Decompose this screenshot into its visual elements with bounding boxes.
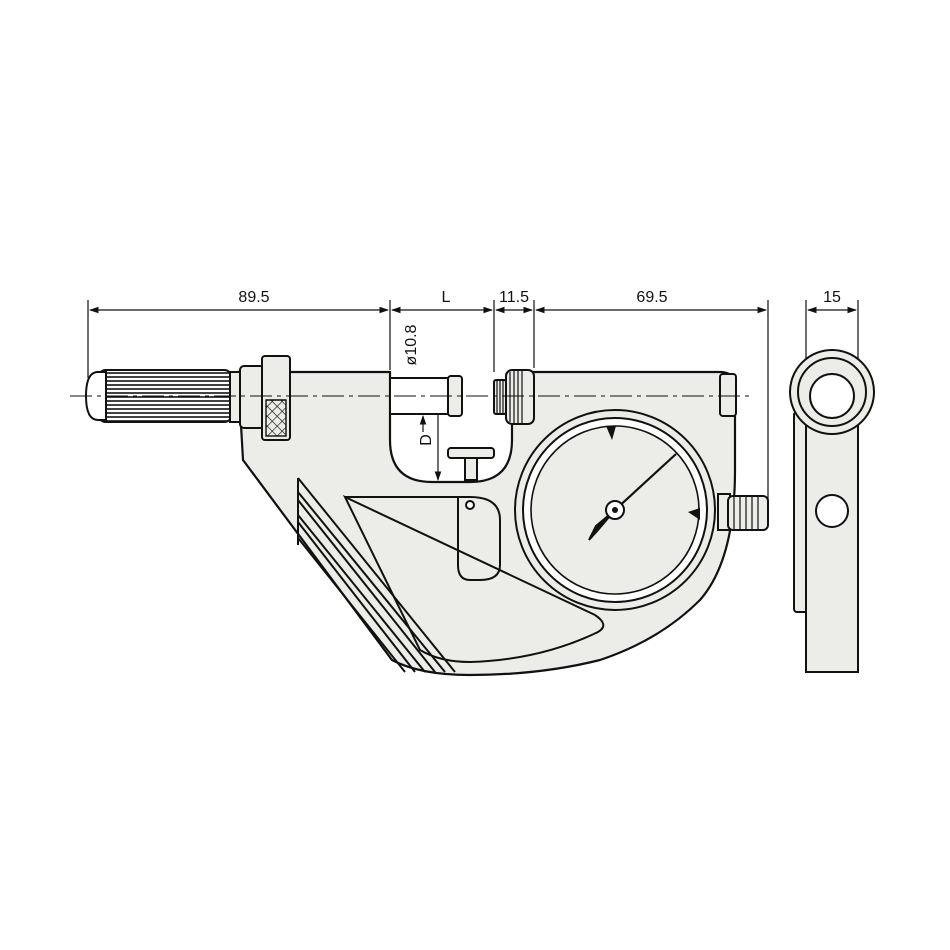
frame-hole (465, 500, 475, 510)
frame-cutout (345, 496, 501, 581)
anvil-collar (505, 369, 535, 425)
label-gap: L (442, 289, 451, 306)
thimble (84, 355, 291, 441)
side-button (815, 494, 849, 528)
stop-pad (447, 447, 495, 459)
label-width: 15 (823, 289, 841, 306)
end-cap (719, 373, 737, 417)
label-spindle-diameter: ø10.8 (403, 324, 420, 365)
side-spindle-inner (809, 373, 855, 419)
clamp-hatch (265, 399, 287, 437)
label-right-length: 69.5 (636, 289, 667, 306)
dial-needle (614, 453, 677, 511)
label-left-length: 89.5 (238, 289, 269, 306)
frame-window (342, 494, 605, 664)
groove-1 (297, 477, 456, 673)
spindle (389, 375, 495, 481)
release-button (717, 493, 769, 531)
dimension-labels: 89.5 L 11.5 69.5 15 ø10.8 D (238, 289, 841, 446)
dial-indicator (514, 409, 716, 611)
side-view (789, 349, 875, 673)
label-depth: D (418, 434, 435, 446)
tolerance-mark-top (606, 426, 616, 440)
label-anvil: 11.5 (499, 289, 529, 306)
anvil (493, 369, 535, 425)
lock-ring (239, 365, 265, 429)
tolerance-mark-right (688, 508, 700, 520)
